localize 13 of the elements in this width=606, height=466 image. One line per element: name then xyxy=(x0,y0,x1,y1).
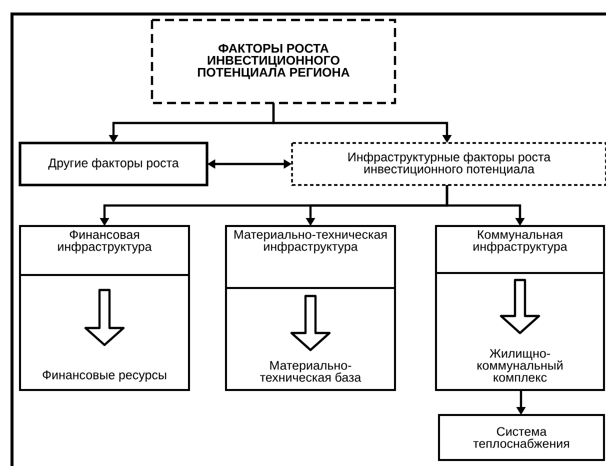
content-cell: Материально-техническая база xyxy=(225,287,396,391)
header-cell: Коммунальная инфраструктура xyxy=(435,225,605,274)
hollow-arrow xyxy=(84,288,125,346)
title-box: ФАКТОРЫ РОСТА ИНВЕСТИЦИОННОГО ПОТЕНЦИАЛА РЕГИОНА xyxy=(150,18,396,104)
hollow-arrow xyxy=(290,294,331,352)
header-cell: Финансовая инфраструктура xyxy=(19,225,190,276)
content-cell: Финансовые ресурсы xyxy=(19,274,190,391)
hollow-arrow xyxy=(500,278,540,334)
factor-box: Инфраструктурные факторы роста инвестиционного потенциала xyxy=(291,142,606,186)
process-box: Система теплоснабжения xyxy=(438,414,605,461)
header-cell: Материально-техническая инфраструктура xyxy=(225,225,396,289)
factor-box: Другие факторы роста xyxy=(18,142,208,186)
content-cell: Жилищно-коммунальный комплекс xyxy=(435,272,605,391)
